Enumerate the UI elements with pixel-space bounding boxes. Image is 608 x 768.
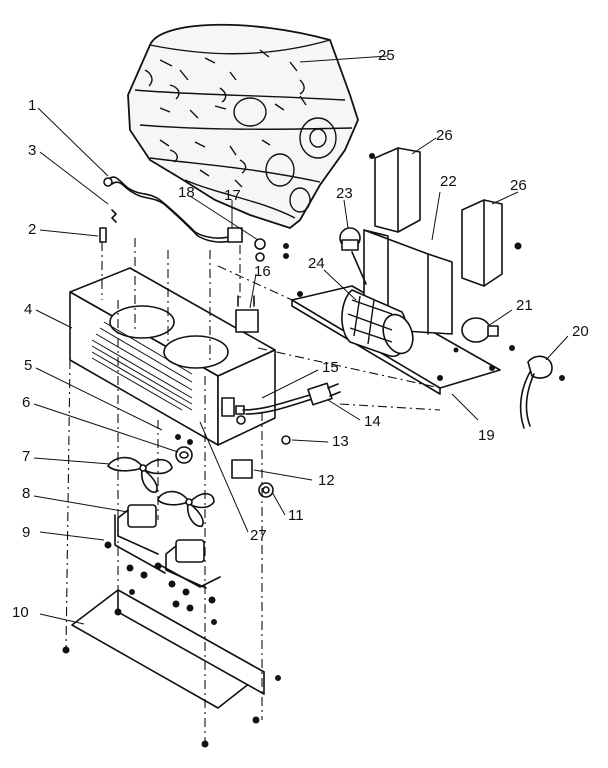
part-10-bottom-pan xyxy=(62,589,281,748)
callout-8: 8 xyxy=(22,485,30,502)
part-21-bulb xyxy=(461,317,499,343)
callout-27: 27 xyxy=(250,527,267,544)
callout-3: 3 xyxy=(28,142,36,159)
callout-labels: 1 3 2 4 5 6 7 8 9 10 27 11 12 13 14 15 1… xyxy=(12,47,589,621)
callout-5: 5 xyxy=(24,357,32,374)
assembly-lines xyxy=(65,238,441,744)
callout-15: 15 xyxy=(322,359,339,376)
callout-16: 16 xyxy=(254,263,271,280)
callout-18: 18 xyxy=(178,184,195,201)
callout-17: 17 xyxy=(224,187,241,204)
part-12-switch xyxy=(231,459,253,479)
part-1-tube xyxy=(103,176,235,243)
part-17-18-hardware xyxy=(227,227,289,262)
callout-2: 2 xyxy=(28,221,36,238)
part-26-covers xyxy=(369,147,522,287)
callout-11: 11 xyxy=(288,507,304,524)
callout-24: 24 xyxy=(308,255,325,272)
callout-7: 7 xyxy=(22,448,30,465)
callout-20: 20 xyxy=(572,323,589,340)
part-23-motor xyxy=(339,227,367,285)
callout-19: 19 xyxy=(478,427,495,444)
callout-10: 10 xyxy=(12,604,29,621)
part-24-flicker-cylinder xyxy=(341,289,414,357)
callout-14: 14 xyxy=(364,413,381,430)
callout-13: 13 xyxy=(332,433,349,450)
part-2-3-screws xyxy=(99,209,117,243)
part-20-socket xyxy=(509,345,565,429)
callout-25: 25 xyxy=(378,47,395,64)
part-9-bracket-screws xyxy=(104,514,221,625)
callout-6: 6 xyxy=(22,394,30,411)
callout-21: 21 xyxy=(516,297,533,314)
callout-26-left: 26 xyxy=(436,127,453,144)
callout-26-right: 26 xyxy=(510,177,527,194)
part-7-fan-blades xyxy=(107,456,215,528)
part-16-block xyxy=(235,309,259,333)
part-14-15-power-cord xyxy=(242,382,341,415)
callout-4: 4 xyxy=(24,301,32,318)
callout-23: 23 xyxy=(336,185,353,202)
callout-1: 1 xyxy=(28,97,36,114)
leader-lines xyxy=(33,55,569,625)
callout-22: 22 xyxy=(440,173,457,190)
log-set xyxy=(127,23,359,230)
firebox-housing xyxy=(69,267,276,446)
callout-9: 9 xyxy=(22,524,30,541)
callout-12: 12 xyxy=(318,472,335,489)
part-13 xyxy=(281,435,291,445)
part-8-fan-motors xyxy=(117,504,207,589)
